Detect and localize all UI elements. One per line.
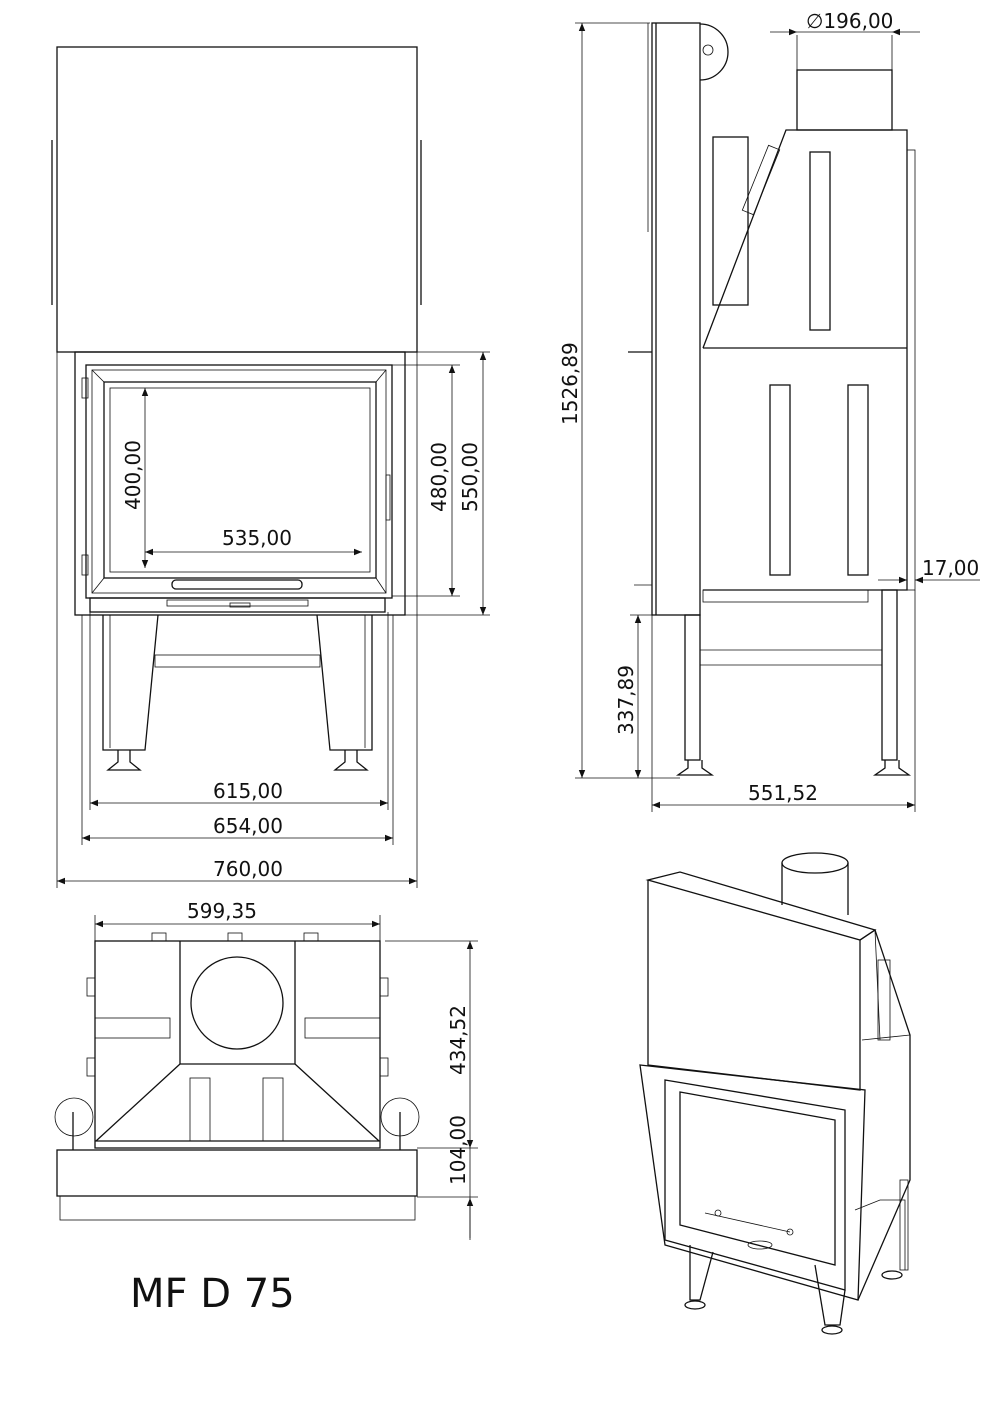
dim-frame-height: 550,00 bbox=[458, 442, 482, 512]
dim-glass-height: 400,00 bbox=[121, 440, 145, 510]
top-view: 599,35 434,52 104,00 bbox=[54, 899, 478, 1240]
dim-door-height: 480,00 bbox=[427, 442, 451, 512]
dim-overall-width: 760,00 bbox=[213, 857, 283, 881]
isometric-view bbox=[639, 852, 911, 1335]
dim-frame-depth: 104,00 bbox=[446, 1115, 470, 1185]
dim-glass-width: 535,00 bbox=[222, 526, 292, 550]
dim-width-654: 654,00 bbox=[213, 814, 283, 838]
dim-width-615: 615,00 bbox=[213, 779, 283, 803]
dim-flue-diameter: ∅196,00 bbox=[806, 9, 893, 33]
front-view: 400,00 535,00 480,00 550,00 615,00 654,0… bbox=[51, 46, 490, 888]
dim-top-depth: 434,52 bbox=[446, 1005, 470, 1075]
model-title: MF D 75 bbox=[130, 1271, 295, 1317]
dim-leg-height: 337,89 bbox=[614, 665, 638, 735]
side-view: 1526,89 ∅196,00 17,00 337,89 551,52 bbox=[558, 9, 980, 812]
dim-top-width: 599,35 bbox=[187, 899, 257, 923]
dim-depth: 551,52 bbox=[748, 781, 818, 805]
dim-offset: 17,00 bbox=[922, 556, 979, 580]
dim-overall-height: 1526,89 bbox=[558, 342, 582, 425]
